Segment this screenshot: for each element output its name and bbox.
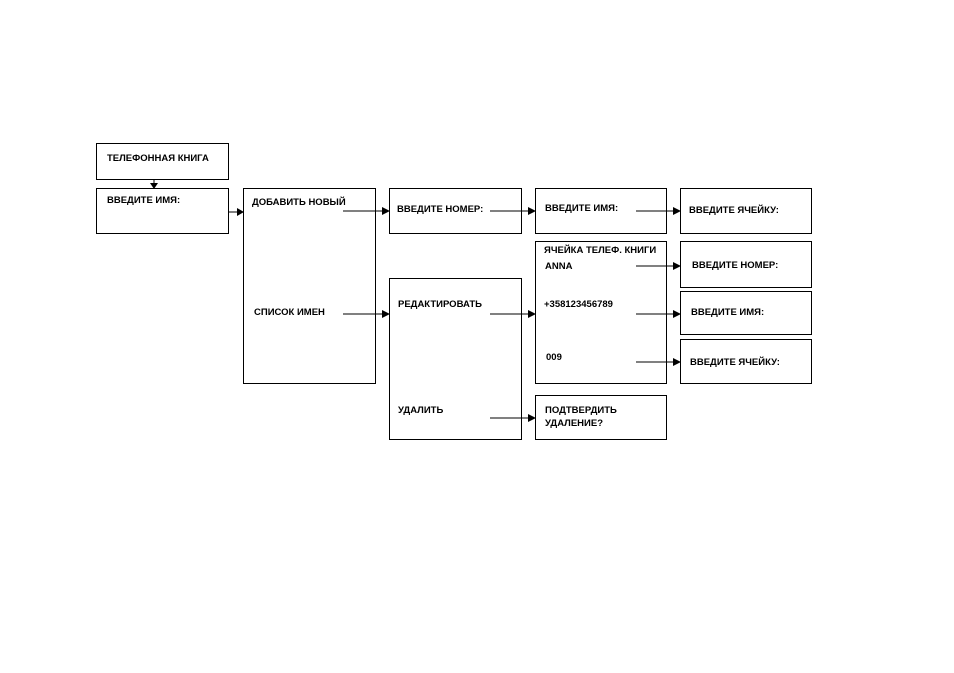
cell-index-label: 009	[546, 353, 562, 364]
name-list-label: СПИСОК ИМЕН	[254, 308, 325, 319]
confirm-delete-line1: ПОДТВЕРДИТЬ	[545, 406, 617, 417]
add-enter-name-label: ВВЕДИТЕ ИМЯ:	[545, 204, 618, 215]
add-new-label: ДОБАВИТЬ НОВЫЙ	[252, 198, 346, 209]
cell-name-label: ANNA	[545, 262, 572, 273]
delete-label: УДАЛИТЬ	[398, 406, 443, 417]
edit-enter-name-label: ВВЕДИТЕ ИМЯ:	[691, 308, 764, 319]
cell-number-label: +358123456789	[544, 300, 613, 311]
confirm-delete-line2: УДАЛЕНИЕ?	[545, 419, 603, 430]
edit-enter-number-label: ВВЕДИТЕ НОМЕР:	[692, 261, 778, 272]
add-enter-number-label: ВВЕДИТЕ НОМЕР:	[397, 205, 483, 216]
cell-title-label: ЯЧЕЙКА ТЕЛЕФ. КНИГИ	[544, 246, 656, 257]
menu-box	[243, 188, 376, 384]
add-enter-cell-label: ВВЕДИТЕ ЯЧЕЙКУ:	[689, 206, 779, 217]
edit-label: РЕДАКТИРОВАТЬ	[398, 300, 482, 311]
phonebook-label: ТЕЛЕФОННАЯ КНИГА	[107, 154, 209, 165]
edit-enter-cell-label: ВВЕДИТЕ ЯЧЕЙКУ:	[690, 358, 780, 369]
arrow-enter-name-to-menu	[229, 208, 244, 216]
enter-name-label: ВВЕДИТЕ ИМЯ:	[107, 196, 180, 207]
